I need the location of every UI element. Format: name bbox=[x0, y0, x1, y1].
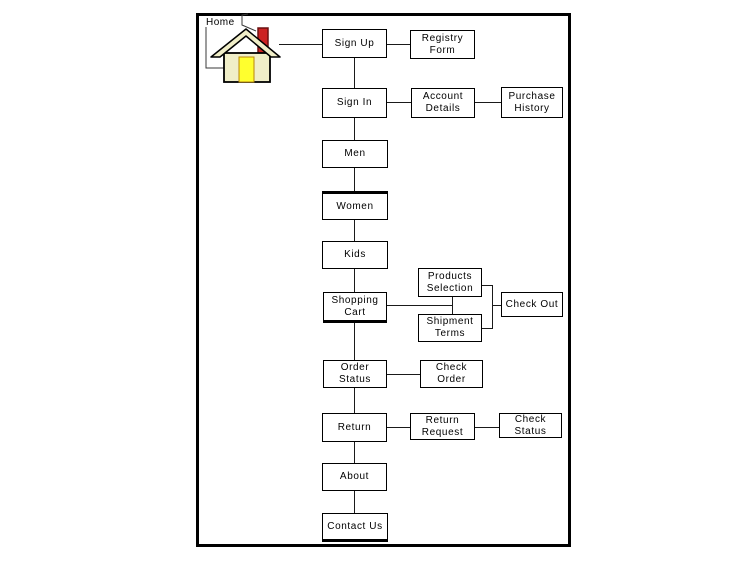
node-shipment-terms: Shipment Terms bbox=[418, 314, 482, 342]
home-icon bbox=[205, 13, 281, 83]
home-label: Home bbox=[206, 17, 235, 28]
node-about: About bbox=[322, 463, 387, 491]
node-products-selection: Products Selection bbox=[418, 268, 482, 297]
node-kids: Kids bbox=[322, 241, 388, 269]
node-account-details: Account Details bbox=[411, 88, 475, 118]
node-men: Men bbox=[322, 140, 388, 168]
node-return-request: Return Request bbox=[410, 413, 475, 440]
node-return: Return bbox=[322, 413, 387, 442]
node-check-out: Check Out bbox=[501, 292, 563, 317]
node-purchase-history: Purchase History bbox=[501, 87, 563, 118]
node-sign-up: Sign Up bbox=[322, 29, 387, 58]
node-check-order: Check Order bbox=[420, 360, 483, 388]
house-roof bbox=[210, 28, 281, 58]
node-contact-us: Contact Us bbox=[322, 513, 388, 542]
node-sign-in: Sign In bbox=[322, 88, 387, 118]
house-door bbox=[238, 56, 255, 83]
node-registry-form: Registry Form bbox=[410, 30, 475, 59]
node-shopping-cart: Shopping Cart bbox=[323, 292, 387, 323]
node-women: Women bbox=[322, 191, 388, 220]
node-order-status: Order Status bbox=[323, 360, 387, 388]
node-check-status: Check Status bbox=[499, 413, 562, 438]
